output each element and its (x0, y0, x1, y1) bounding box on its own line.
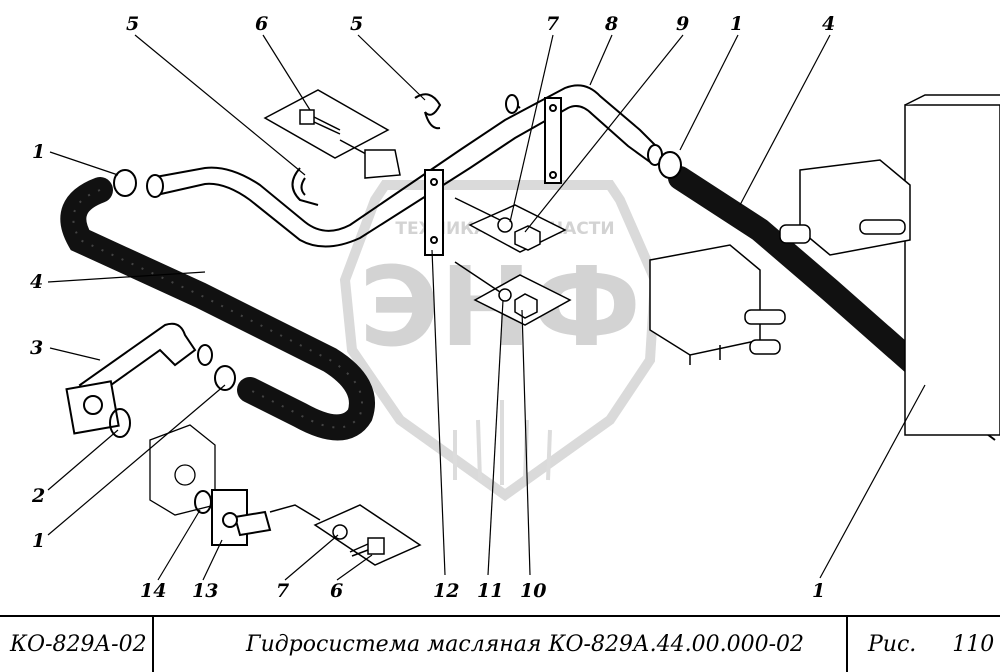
callout-3: 3 (30, 337, 43, 359)
title-block-model-cell: КО-829А-02 (0, 617, 154, 672)
callout-1-bottom-right: 1 (812, 580, 825, 602)
pipe-assembly-8 (146, 84, 663, 248)
clamp-1-left (113, 169, 137, 197)
callout-7-bottom: 7 (276, 580, 289, 602)
callout-7-top: 7 (546, 13, 559, 35)
callout-5-left: 5 (126, 13, 139, 35)
callout-1-left: 1 (32, 141, 45, 163)
clamp-5-top (414, 93, 442, 130)
callout-2: 2 (31, 485, 45, 507)
callout-1-top: 1 (730, 13, 743, 35)
inset-bolt-6-top (263, 89, 401, 179)
callout-10: 10 (520, 580, 546, 602)
tube-3 (65, 322, 213, 435)
callout-11: 11 (477, 580, 503, 602)
title-block: КО-829А-02 Гидросистема масляная КО-829А… (0, 615, 1000, 672)
pump-body (149, 424, 216, 516)
flange-13 (211, 489, 272, 546)
callout-8: 8 (604, 13, 618, 35)
callout-4-left: 4 (30, 271, 43, 293)
figure-label: Рис. (868, 632, 917, 657)
callout-6-top: 6 (255, 13, 268, 35)
callout-5-right: 5 (350, 13, 363, 35)
callout-6-bottom: 6 (330, 580, 343, 602)
bracket-12 (424, 97, 562, 256)
callout-labels: 5 6 5 7 8 9 1 4 1 4 3 2 1 14 13 7 6 12 1… (30, 13, 835, 602)
drawing-title: Гидросистема масляная КО-829А.44.00.000-… (246, 632, 805, 657)
clamp-1-right-top (658, 151, 682, 179)
hose-4-right (668, 166, 927, 377)
figure-number: 110 (952, 632, 995, 657)
callout-4-top: 4 (822, 13, 835, 35)
callout-13: 13 (192, 580, 218, 602)
o-ring-2 (109, 408, 131, 438)
clamp-1-lower (214, 365, 236, 391)
callout-12: 12 (433, 580, 459, 602)
valve-block (649, 94, 1000, 436)
callout-14: 14 (140, 580, 166, 602)
callout-1-bottom-left: 1 (32, 530, 45, 552)
watermark-shield (339, 180, 661, 502)
title-block-title-cell: Гидросистема масляная КО-829А.44.00.000-… (154, 617, 848, 672)
leader-lines (47, 34, 926, 581)
title-block-figure-cell: Рис. 110 (848, 617, 1000, 672)
model-code: КО-829А-02 (10, 632, 147, 657)
inset-nut-10-11 (454, 261, 572, 326)
inset-bolt-6-bottom (269, 504, 422, 566)
inset-nut-9-7 (454, 197, 567, 253)
clamp-5-mid (291, 167, 319, 206)
callout-9: 9 (676, 13, 689, 35)
parts-diagram: ТЕХНИКА • ЗАПЧАСТИ ЭНФ (30, 13, 1000, 602)
